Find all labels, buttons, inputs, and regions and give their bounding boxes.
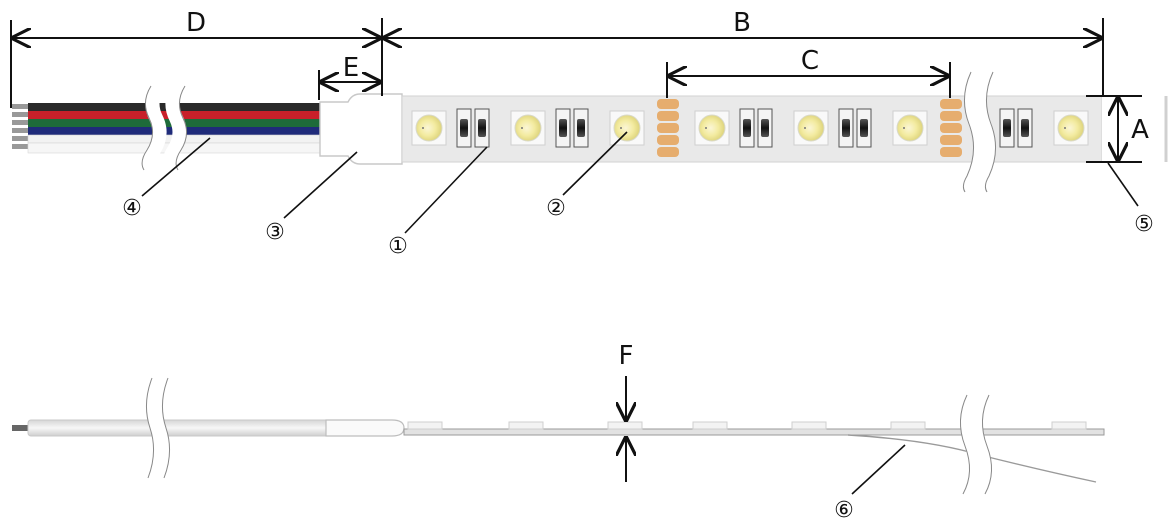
break-mark-icon [146, 375, 170, 481]
rgbw-smd-led-icon [609, 110, 645, 146]
solder-pad-icon [940, 135, 962, 145]
callout-5: ⑤ [1107, 162, 1154, 237]
dimension-a: A [1086, 95, 1149, 163]
callout-2: ② [546, 131, 628, 221]
dimension-b: B [384, 8, 1104, 96]
strip-side [403, 428, 1105, 436]
wire-pins [12, 104, 30, 149]
dimension-label-f: F [619, 341, 634, 371]
solder-pad-icon [657, 135, 679, 145]
break-mark-icon [141, 82, 187, 174]
smd-resistor-icon [999, 108, 1033, 148]
smd-resistor-icon [456, 108, 490, 148]
callout-number-1: ① [388, 234, 408, 259]
solder-pads-right [940, 99, 962, 157]
callout-3: ③ [265, 151, 358, 245]
break-mark-icon [960, 390, 992, 500]
dimension-label-d: D [186, 8, 206, 38]
rgbw-smd-led-icon [793, 110, 829, 146]
callout-number-2: ② [546, 196, 566, 221]
dimension-c: C [666, 46, 951, 98]
smd-resistor-icon [555, 108, 589, 148]
callout-4: ④ [122, 137, 211, 221]
dimension-label-a: A [1131, 115, 1149, 145]
callout-number-3: ③ [265, 220, 285, 245]
rgbw-smd-led-icon [694, 110, 730, 146]
top-view: D B C E A ④ [10, 8, 1168, 259]
dimension-label-b: B [733, 8, 751, 38]
led-chips [411, 110, 1089, 146]
dimension-e: E [318, 53, 380, 100]
solder-pad-icon [940, 99, 962, 109]
end-cap-side [325, 419, 405, 437]
solder-pad-icon [657, 147, 679, 157]
dimension-d: D [10, 8, 383, 108]
dimension-label-c: C [801, 46, 819, 76]
cable-jacket [27, 419, 329, 437]
solder-pad-icon [940, 123, 962, 133]
resistors [456, 108, 1033, 148]
break-mark-icon [962, 67, 996, 199]
solder-pads-left [657, 99, 679, 157]
rgbw-smd-led-icon [510, 110, 546, 146]
rgbw-smd-led-icon [1053, 110, 1089, 146]
rgbw-smd-led-icon [892, 110, 928, 146]
led-side-profiles [407, 421, 1087, 430]
smd-resistor-icon [838, 108, 872, 148]
rgbw-smd-led-icon [411, 110, 447, 146]
solder-pad-icon [940, 147, 962, 157]
callout-number-6: ⑥ [834, 498, 854, 523]
cable-pin [12, 425, 28, 431]
callout-1: ① [388, 146, 488, 259]
solder-pad-icon [657, 123, 679, 133]
callout-6: ⑥ [834, 444, 906, 523]
solder-pad-icon [657, 111, 679, 121]
dimension-f: F [619, 341, 634, 482]
dimension-label-e: E [343, 53, 359, 83]
end-cap [319, 93, 403, 165]
callout-number-5: ⑤ [1134, 212, 1154, 237]
solder-pad-icon [940, 111, 962, 121]
smd-resistor-icon [739, 108, 773, 148]
callout-number-4: ④ [122, 196, 142, 221]
side-view: F ⑥ [12, 341, 1105, 523]
solder-pad-icon [657, 99, 679, 109]
